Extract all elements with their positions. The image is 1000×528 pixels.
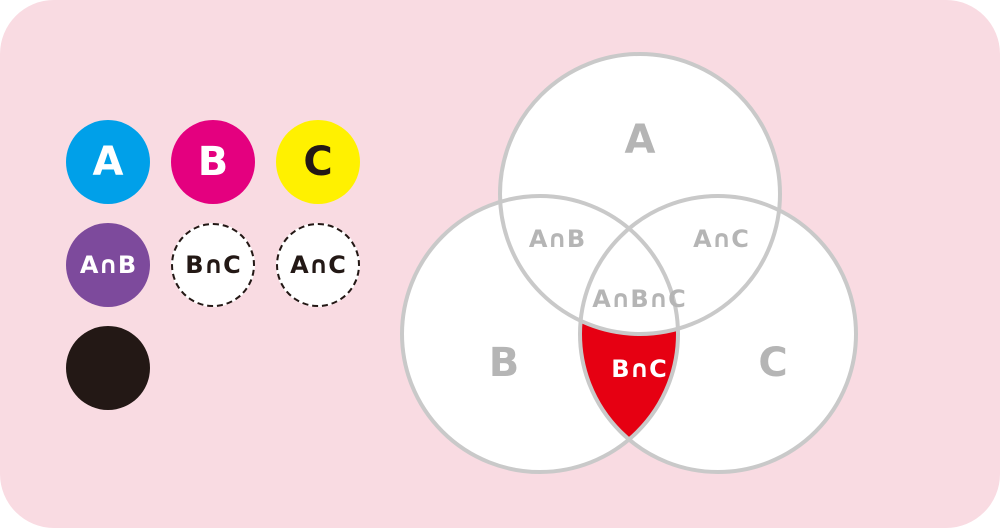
chip-b-and-c: B∩C [171,223,255,307]
venn-label-abc: A∩B∩C [592,285,685,313]
chip-a: A [66,120,150,204]
chip-c: C [276,120,360,204]
venn-label-ab: A∩B [529,225,585,253]
chip-a-and-b-and-c [66,326,150,410]
venn-label-a: A [625,117,656,163]
venn-label-b: B [489,340,520,386]
venn-label-c: C [758,340,787,386]
venn-label-ac: A∩C [693,225,749,253]
venn-label-bc: B∩C [611,355,666,383]
venn-circle-a-outline [498,52,782,336]
venn-circle-b-outline [400,194,680,474]
chip-b: B [171,120,255,204]
venn-circle-c-outline [578,194,858,474]
chip-a-and-c: A∩C [276,223,360,307]
venn-circle-a-cover [500,54,780,334]
chip-a-and-b: A∩B [66,223,150,307]
